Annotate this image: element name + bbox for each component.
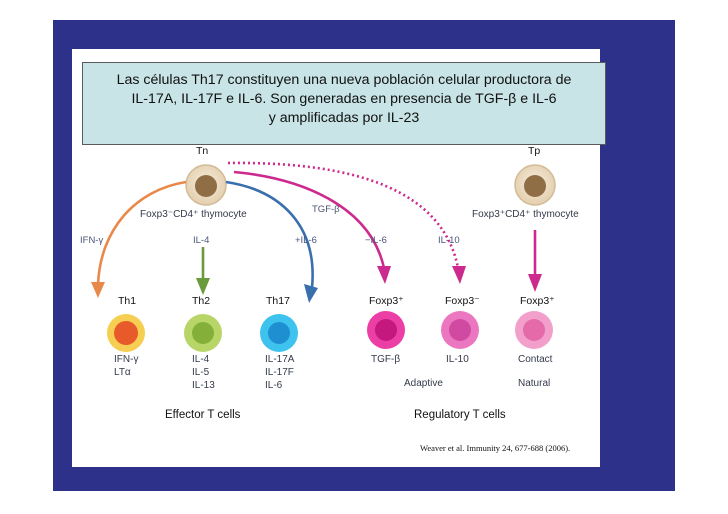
tgfb-label: TGF-β [312, 204, 340, 215]
th1-label: Th1 [118, 295, 136, 307]
ifng-label: IFN-γ [80, 235, 103, 246]
foxp3-il10-product: IL-10 [446, 354, 469, 365]
foxp3-tgfb-cell [367, 311, 405, 349]
arrowhead-foxp3-tgfb [377, 266, 391, 284]
caption-box: Las células Th17 constituyen una nueva p… [82, 62, 606, 145]
il6-minus-label: −IL-6 [365, 235, 387, 246]
th17-cell [260, 314, 298, 352]
adaptive-label: Adaptive [404, 378, 443, 389]
th17-label: Th17 [266, 295, 290, 307]
th2-cell [184, 314, 222, 352]
foxp3-tgfb-product: TGF-β [371, 354, 400, 365]
foxp3-il10-label: Foxp3⁻ [445, 295, 480, 307]
foxp3-tgfb-label: Foxp3⁺ [369, 295, 404, 307]
tp-label: Tp [528, 145, 540, 157]
th2-label: Th2 [192, 295, 210, 307]
arrow-to-th17 [225, 180, 314, 289]
th2-product-2: IL-5 [192, 367, 210, 378]
th1-product-1: IFN-γ [114, 354, 138, 365]
tn-cell [185, 164, 227, 206]
arrowhead-foxp3-natural [528, 274, 542, 292]
il10-label: IL-10 [438, 235, 460, 246]
arrowhead-th1 [91, 282, 105, 298]
tp-cell [514, 164, 556, 206]
foxp3-natural-cell [515, 311, 553, 349]
tp-description: Foxp3⁺CD4⁺ thymocyte [472, 209, 579, 220]
il6-plus-label: +IL-6 [295, 235, 317, 246]
foxp3-natural-product: Contact [518, 354, 553, 365]
natural-label: Natural [518, 378, 550, 389]
arrowhead-foxp3-il10 [452, 266, 466, 284]
foxp3-natural-label: Foxp3⁺ [520, 295, 555, 307]
effector-group-label: Effector T cells [165, 409, 241, 421]
caption-line-3: y amplificadas por IL-23 [268, 110, 420, 126]
caption-line-1: Las células Th17 constituyen una nueva p… [116, 72, 572, 88]
caption-line-2: IL-17A, IL-17F e IL-6. Son generadas en … [131, 91, 557, 107]
th2-product-1: IL-4 [192, 354, 210, 365]
regulatory-group-label: Regulatory T cells [414, 409, 506, 421]
th17-product-2: IL-17F [265, 367, 294, 378]
foxp3-il10-cell [441, 311, 479, 349]
th1-cell [107, 314, 145, 352]
arrow-to-foxp3-tgfb [233, 170, 386, 269]
th17-product-3: IL-6 [265, 380, 283, 391]
arrowhead-th17 [304, 284, 318, 303]
th2-product-3: IL-13 [192, 380, 215, 391]
arrowhead-th2 [196, 278, 210, 295]
il4-label: IL-4 [193, 235, 209, 246]
arrow-to-th1 [96, 180, 187, 286]
th1-product-2: LTα [114, 367, 131, 378]
tn-label: Tn [196, 145, 208, 157]
arrow-to-foxp3-il10 [227, 161, 460, 269]
th17-product-1: IL-17A [265, 354, 295, 365]
citation: Weaver et al. Immunity 24, 677-688 (2006… [420, 443, 570, 453]
tn-description: Foxp3⁻CD4⁺ thymocyte [140, 209, 247, 220]
